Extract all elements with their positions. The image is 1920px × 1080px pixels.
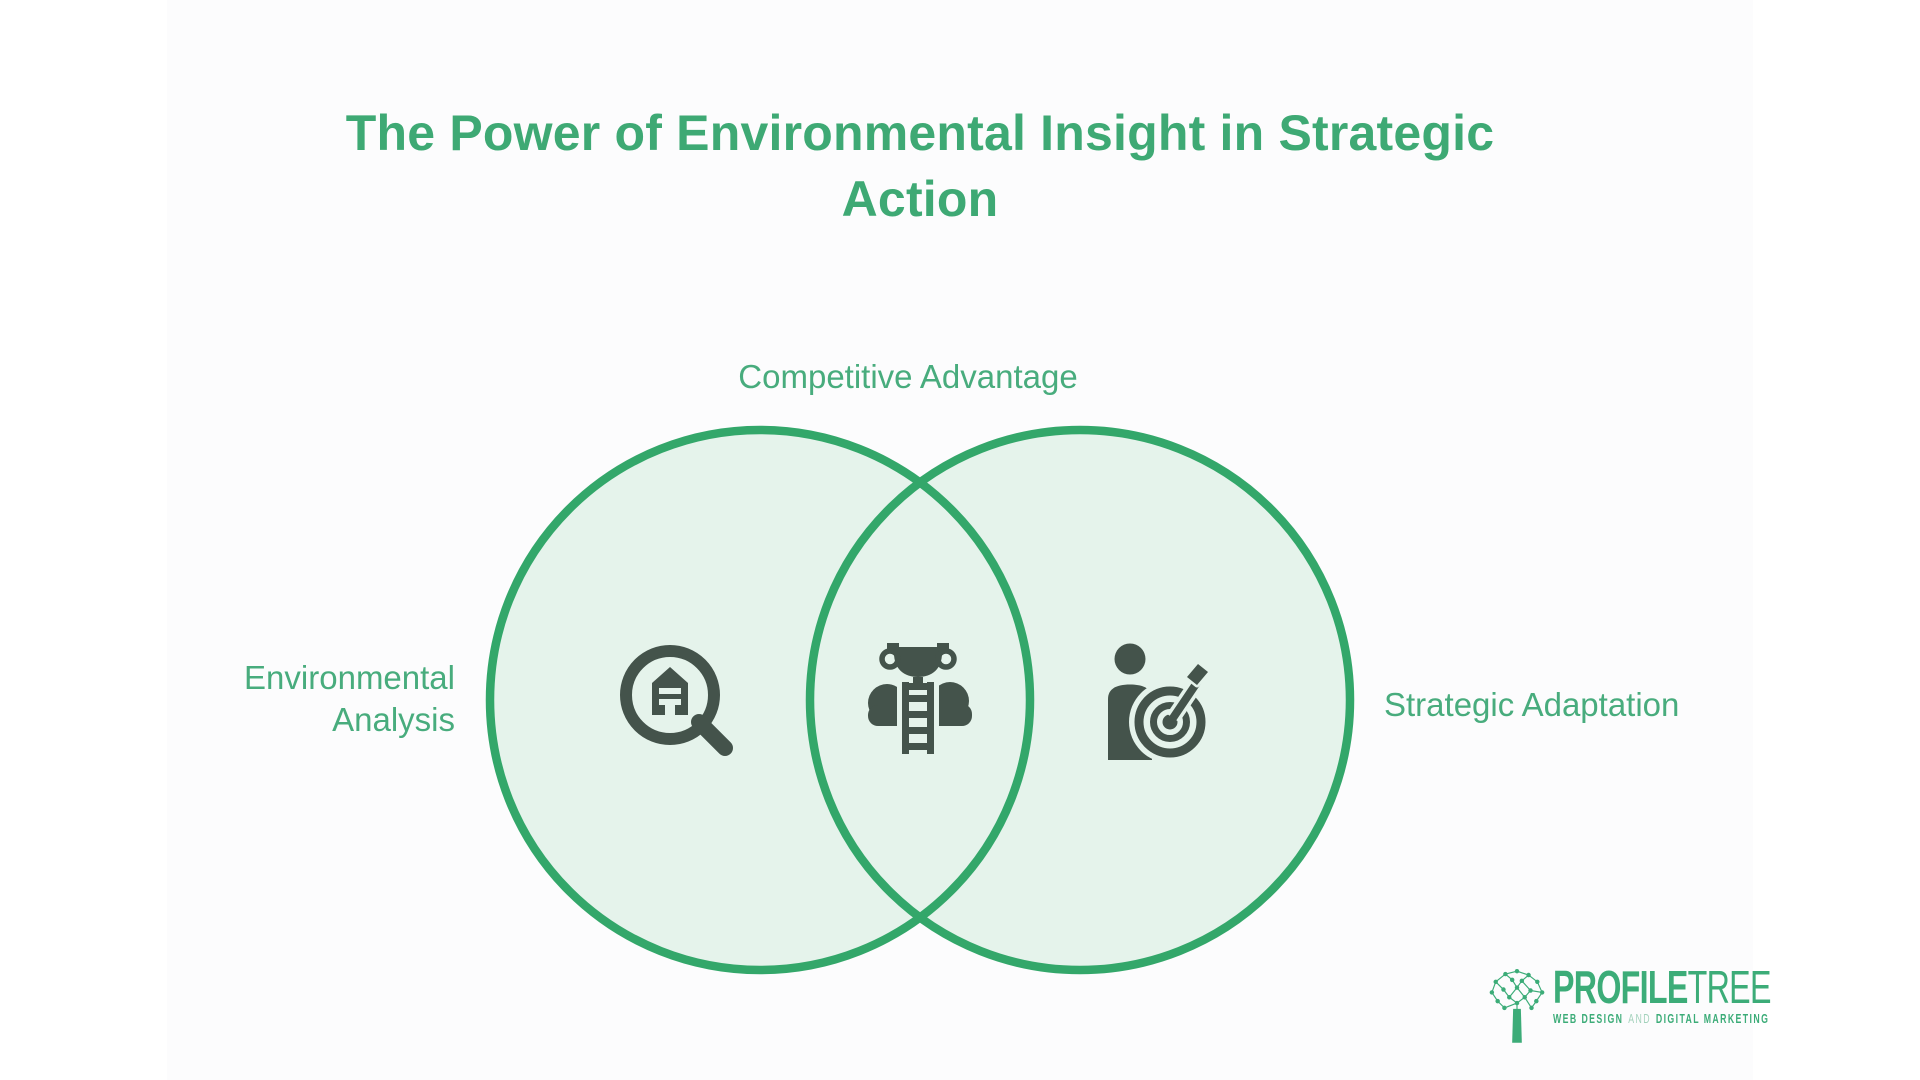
brand-tagline: WEB DESIGN AND DIGITAL MARKETING bbox=[1553, 1012, 1771, 1026]
tagline-right: DIGITAL MARKETING bbox=[1655, 1012, 1770, 1026]
page-title-line-1: The Power of Environmental Insight in St… bbox=[345, 105, 1495, 161]
tagline-left: WEB DESIGN bbox=[1553, 1012, 1624, 1026]
profiletree-tree-icon bbox=[1489, 968, 1545, 1043]
label-competitive-advantage: Competitive Advantage bbox=[738, 358, 1078, 395]
person-target-dart-icon bbox=[1108, 643, 1211, 763]
brand-name-primary: PROFILE bbox=[1553, 961, 1688, 1013]
label-strategic-adaptation: Strategic Adaptation bbox=[1384, 686, 1680, 723]
trophy-shape bbox=[879, 643, 957, 690]
label-environmental-analysis: Environmental Analysis bbox=[244, 659, 455, 738]
profiletree-logo: PROFILETREE WEB DESIGN AND DIGITAL MARKE… bbox=[1488, 964, 1864, 1046]
dart-shape bbox=[1166, 661, 1211, 723]
right-circle-outline bbox=[805, 425, 1355, 975]
brand-name: PROFILETREE bbox=[1553, 964, 1771, 1010]
left-circle-outline bbox=[485, 425, 1035, 975]
page-title: The Power of Environmental Insight in St… bbox=[305, 100, 1535, 232]
brand-name-secondary: TREE bbox=[1687, 961, 1772, 1013]
magnifier-building-icon bbox=[620, 645, 733, 756]
page-title-line-2: Action bbox=[841, 171, 999, 227]
ladder-shape bbox=[902, 682, 934, 754]
tagline-and: AND bbox=[1628, 1012, 1651, 1026]
profiletree-logo-text: PROFILETREE WEB DESIGN AND DIGITAL MARKE… bbox=[1553, 964, 1771, 1026]
right-circle-fill bbox=[810, 430, 1350, 970]
trophy-ladder-clouds-icon bbox=[868, 638, 972, 759]
